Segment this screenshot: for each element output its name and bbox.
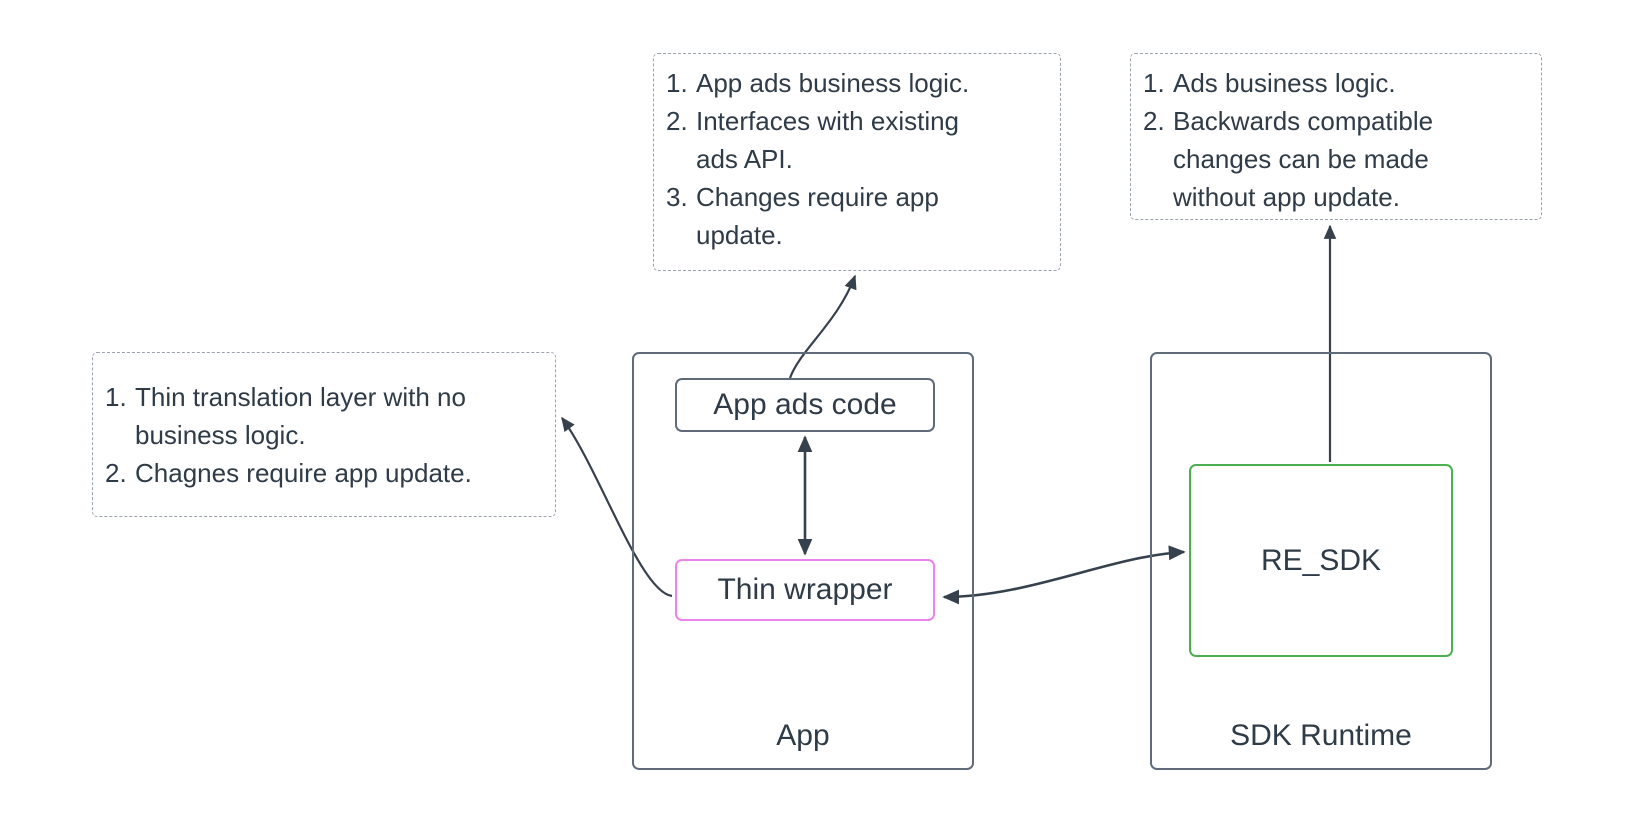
note-app-ads-code-list: App ads business logic. Interfaces with … [666, 64, 1046, 254]
note-re-sdk-list: Ads business logic. Backwards compatible… [1143, 64, 1527, 216]
container-sdk-runtime-label: SDK Runtime [1230, 719, 1412, 752]
note-item: Chagnes require app update. [105, 454, 472, 492]
node-re-sdk[interactable]: RE_SDK [1189, 464, 1453, 657]
note-item: Ads business logic. [1143, 64, 1396, 102]
container-app: App [632, 352, 974, 770]
container-app-label: App [776, 719, 830, 752]
note-thin-wrapper: Thin translation layer with no business … [92, 352, 556, 517]
edge-thin-wrapper-re-sdk [942, 545, 1186, 605]
note-item: Backwards compatible changes can be made… [1143, 102, 1434, 212]
note-item: Thin translation layer with no business … [105, 378, 466, 450]
note-thin-wrapper-list: Thin translation layer with no business … [105, 378, 472, 492]
note-item: Interfaces with existing ads API. [666, 102, 960, 174]
node-thin-wrapper[interactable]: Thin wrapper [675, 559, 935, 621]
note-re-sdk: Ads business logic. Backwards compatible… [1130, 53, 1542, 220]
note-item: App ads business logic. [666, 64, 970, 102]
container-sdk-runtime: SDK Runtime [1150, 352, 1492, 770]
note-item: Changes require app update. [666, 178, 939, 250]
node-app-ads-code[interactable]: App ads code [675, 378, 935, 432]
note-app-ads-code: App ads business logic. Interfaces with … [653, 53, 1061, 271]
